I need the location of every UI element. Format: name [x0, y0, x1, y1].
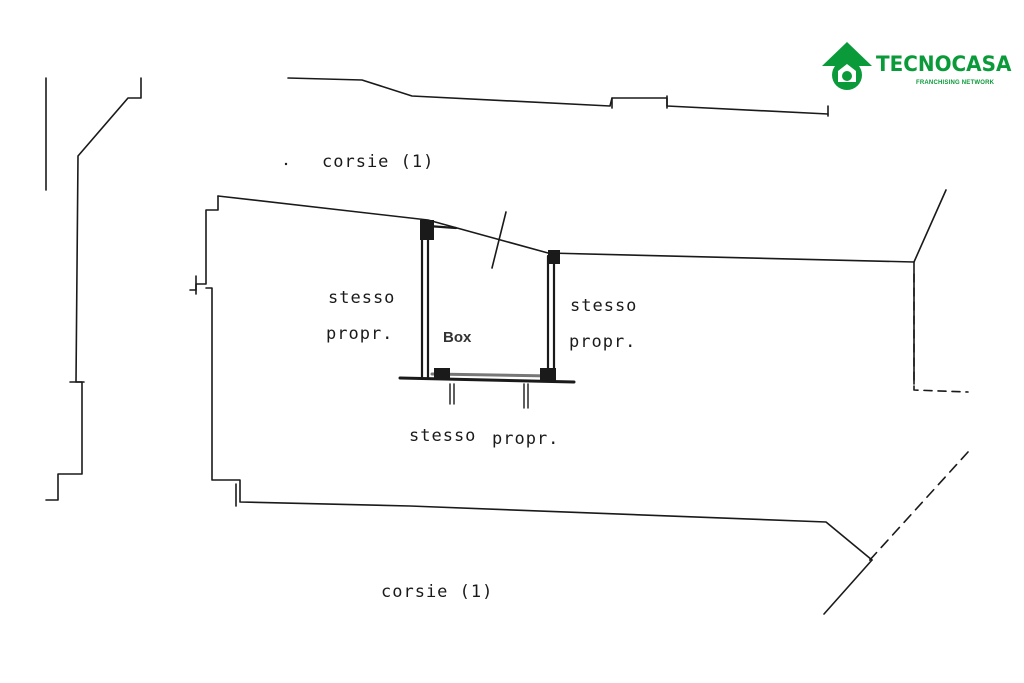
box-front-posts — [449, 383, 529, 409]
top-wall — [287, 77, 829, 117]
house-logo-icon — [822, 42, 872, 90]
left-outer-wall — [45, 77, 142, 501]
box-walls — [420, 224, 556, 380]
right-owner-label-line2: propr. — [569, 332, 637, 352]
section-mark — [491, 211, 507, 269]
box-label: Box — [443, 329, 472, 346]
central-island-wall — [189, 189, 947, 561]
box-columns — [420, 220, 560, 382]
bottom-right-diagonal — [823, 559, 873, 615]
tecnocasa-logo: TECNOCASA FRANCHISING NETWORK — [820, 40, 1011, 96]
logo-name: TECNOCASA — [876, 52, 1012, 76]
right-dashed-wall — [913, 273, 969, 393]
corridor-label-top: corsie (1) — [322, 152, 435, 172]
bottom-owner-label-word1: stesso — [409, 426, 477, 446]
logo-tagline: FRANCHISING NETWORK — [916, 80, 995, 86]
bottom-owner-label-word2: propr. — [492, 429, 560, 449]
right-owner-label-line1: stesso — [570, 296, 638, 316]
right-diagonal-dashed — [867, 451, 969, 563]
left-owner-label-line1: stesso — [328, 288, 396, 308]
corridor-label-bottom: corsie (1) — [381, 582, 494, 602]
tick-mark — [284, 162, 288, 166]
left-owner-label-line2: propr. — [326, 324, 394, 344]
